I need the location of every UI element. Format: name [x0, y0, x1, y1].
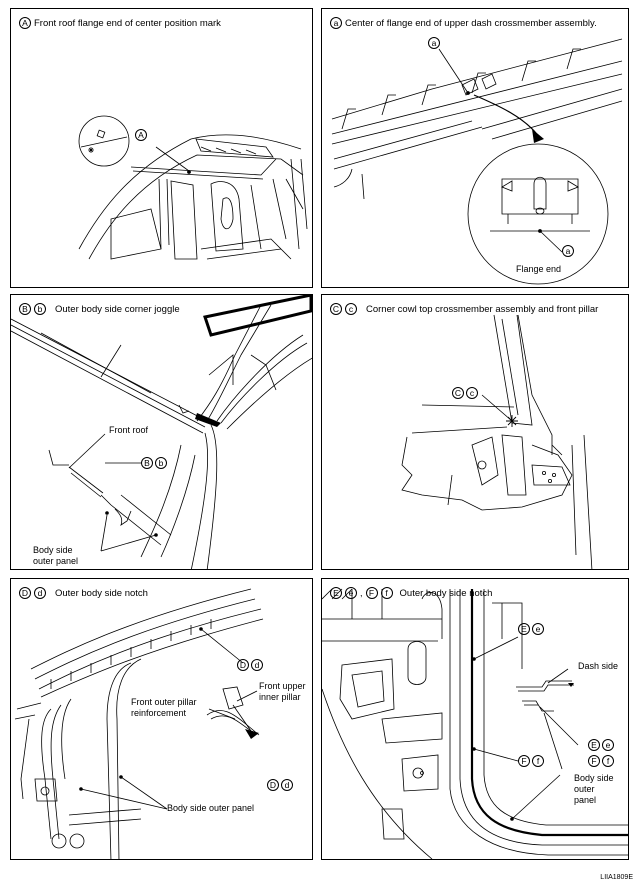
- ref-letter: a: [330, 17, 342, 29]
- ref-letter: a: [562, 245, 574, 257]
- ref-letter: F: [365, 587, 378, 599]
- panel-a-lower-title: Center of flange end of upper dash cross…: [345, 17, 597, 29]
- panel-f-callout: F f: [518, 755, 544, 767]
- panel-b-title: Outer body side corner joggle: [55, 303, 180, 315]
- separator: ,: [360, 588, 363, 598]
- panel-e-f-title: Outer body side notch: [399, 587, 493, 599]
- figure-code: LIIA1809E: [600, 874, 633, 881]
- panel-e-f: E e , F f Outer body side notch E e Dash…: [321, 578, 629, 860]
- panel-a-lower-illustration: [331, 38, 623, 285]
- body-side-outer-panel-label: Body side outer panel: [33, 545, 79, 566]
- ref-letter: b: [34, 303, 46, 315]
- panel-d-illustration: [14, 588, 264, 859]
- ref-letter: B: [19, 303, 31, 315]
- ref-letter: D: [237, 659, 249, 671]
- panel-d-callout-detail: D d: [267, 779, 293, 791]
- front-outer-pillar-reinforcement-label: Front outer pillar reinforcement: [131, 697, 197, 718]
- panel-a-lower-callout-top: a: [428, 37, 440, 49]
- panel-a-illustration: [78, 115, 308, 260]
- ref-letter: c: [466, 387, 478, 399]
- dash-side-label: Dash side: [578, 661, 619, 671]
- panel-e-f-header: E e , F f Outer body side notch: [330, 587, 492, 599]
- ref-letter: f: [380, 587, 393, 599]
- panel-ef-callout-1: E e: [588, 739, 614, 751]
- panel-b-illustration: [11, 295, 312, 569]
- panel-d-header: D d Outer body side notch: [19, 587, 148, 599]
- ref-letter: E: [588, 739, 600, 751]
- ref-letter: f: [602, 755, 614, 767]
- panel-d: D d Outer body side notch D d Front uppe…: [10, 578, 313, 860]
- ref-letter: d: [281, 779, 293, 791]
- ref-letter: D: [19, 587, 31, 599]
- panel-d-callout-top: D d: [237, 659, 263, 671]
- ref-letter: c: [345, 303, 357, 315]
- body-side-outer-panel-label: Body side outer panel: [574, 773, 614, 805]
- panel-c: C c Corner cowl top crossmember assembly…: [321, 294, 629, 570]
- panel-a-title: Front roof flange end of center position…: [34, 17, 221, 29]
- panel-c-header: C c Corner cowl top crossmember assembly…: [330, 303, 598, 315]
- ref-letter: a: [428, 37, 440, 49]
- ref-letter: b: [155, 457, 167, 469]
- ref-letter: e: [602, 739, 614, 751]
- ref-letter: F: [518, 755, 530, 767]
- panel-a-lower-callout-detail: a: [562, 245, 574, 257]
- ref-letter: E: [330, 587, 342, 599]
- ref-letter: e: [532, 623, 544, 635]
- panel-c-callout: C c: [452, 387, 478, 399]
- panel-e-f-illustration: [322, 588, 628, 859]
- ref-letter: F: [588, 755, 600, 767]
- front-upper-inner-pillar-label: Front upper inner pillar: [259, 681, 306, 702]
- front-roof-label: Front roof: [109, 425, 149, 435]
- panel-b-callout: B b: [141, 457, 167, 469]
- panel-b: B b Outer body side corner joggle Front …: [10, 294, 313, 570]
- ref-letter: C: [330, 303, 342, 315]
- ref-letter: d: [251, 659, 263, 671]
- panel-a-upper: A Front roof flange end of center positi…: [10, 8, 313, 288]
- ref-letter: A: [19, 17, 31, 29]
- flange-end-label: Flange end: [516, 264, 562, 274]
- panel-b-header: B b Outer body side corner joggle: [19, 303, 180, 315]
- ref-letter: f: [532, 755, 544, 767]
- panel-c-illustration: [401, 314, 593, 569]
- ref-letter: E: [518, 623, 530, 635]
- ref-letter: d: [34, 587, 46, 599]
- body-side-outer-panel-label: Body side outer panel: [167, 803, 255, 813]
- ref-letter: e: [345, 587, 357, 599]
- panel-d-title: Outer body side notch: [55, 587, 148, 599]
- ref-letter: A: [135, 129, 147, 141]
- panel-ef-callout-2: F f: [588, 755, 614, 767]
- panel-c-title: Corner cowl top crossmember assembly and…: [366, 303, 599, 315]
- panel-a-header: A Front roof flange end of center positi…: [19, 17, 221, 29]
- ref-letter: C: [452, 387, 464, 399]
- panel-a-lower: a Center of flange end of upper dash cro…: [321, 8, 629, 288]
- panel-e-callout: E e: [518, 623, 544, 635]
- ref-letter: B: [141, 457, 153, 469]
- panel-a-callout: A: [135, 129, 147, 141]
- ref-letter: D: [267, 779, 279, 791]
- panel-a-lower-header: a Center of flange end of upper dash cro…: [330, 17, 597, 29]
